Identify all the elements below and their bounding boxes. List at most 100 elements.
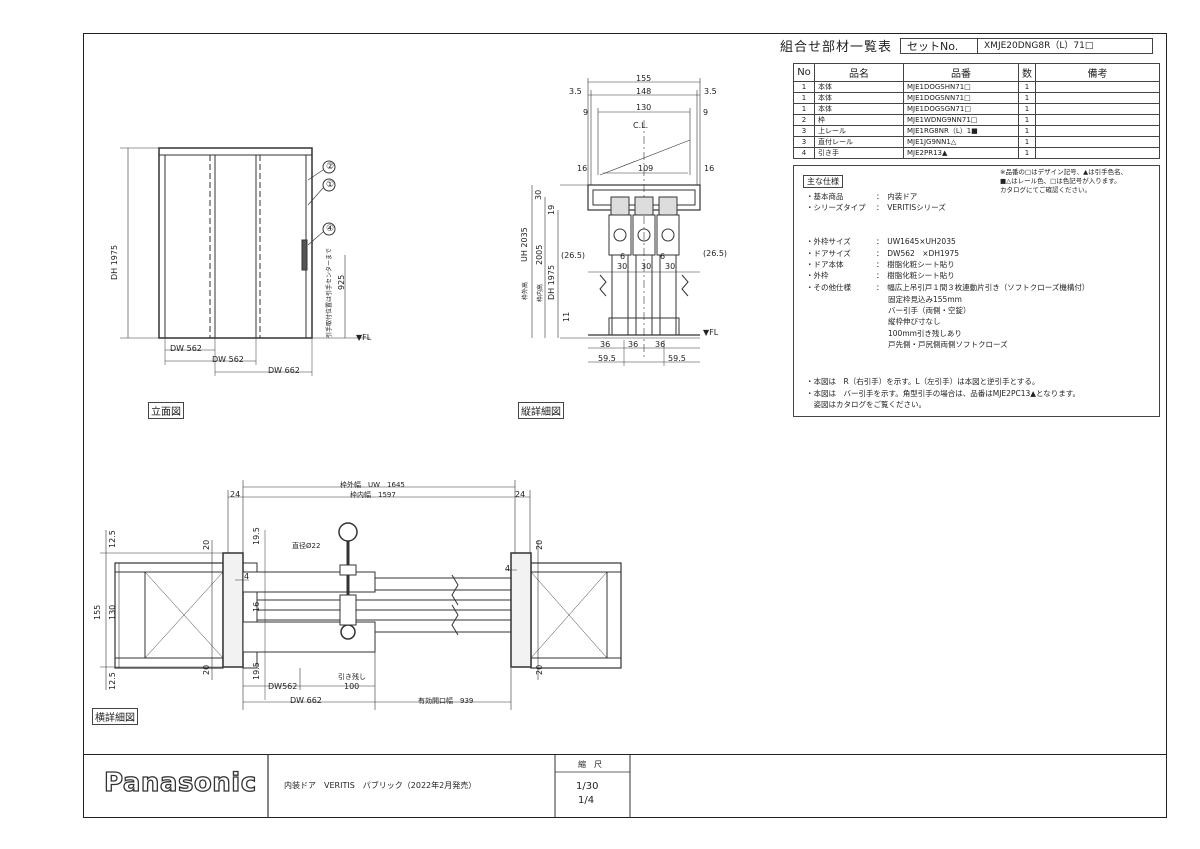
parts-footnote: ※品番の□はデザイン記号、▲は引手色名、 ■△はレール色、□は色記号が入ります。… — [1000, 168, 1127, 195]
plan-12-5-top: 12.5 — [108, 530, 117, 548]
scale-1-30: 1/30 — [576, 781, 599, 792]
elev-dw3: DW 662 — [268, 366, 300, 375]
plan-19-5-top: 19.5 — [252, 527, 261, 545]
sec-centerline: C.L. — [633, 121, 649, 130]
sec-16-right: 16 — [704, 164, 715, 173]
plan-dw562: DW562 — [268, 682, 298, 691]
plan-20-b: 20 — [202, 664, 211, 675]
plan-pipe-diameter: 直径Ø22 — [292, 542, 321, 550]
set-label: セットNo. — [900, 37, 979, 54]
sec-9-left: 9 — [583, 108, 589, 117]
elev-dw1: DW 562 — [170, 344, 202, 353]
elev-h925: 925 — [337, 274, 346, 290]
sec-19: 19 — [547, 204, 556, 215]
plan-4-right: 4 — [505, 564, 511, 573]
spec-note: 姿図はカタログをご覧ください。 — [806, 400, 926, 409]
plan-19-5-bottom: 19.5 — [252, 662, 261, 680]
elev-circle-2: ② — [326, 162, 335, 172]
spec-item: ・シリーズタイプ： VERITISシリーズ — [806, 203, 946, 212]
sec-148: 148 — [636, 87, 652, 96]
plan-opening: 有効開口幅 939 — [418, 697, 474, 705]
plan-12-5-bottom: 12.5 — [108, 672, 117, 690]
plan-20-c: 20 — [535, 539, 544, 550]
drawing-frame — [83, 33, 1167, 818]
section-caption: 縦詳細図 — [518, 402, 564, 419]
scale-1-4: 1/4 — [578, 795, 595, 806]
elev-side-note: 引手取付位置は引手センターまで — [326, 247, 333, 338]
plan-20-a: 20 — [202, 539, 211, 550]
plan-24-right: 24 — [515, 490, 526, 499]
spec-extra: 100mm引き残しあり — [888, 329, 962, 338]
sec-6-left: 6 — [620, 252, 626, 261]
sec-30-c: 30 — [665, 262, 676, 271]
sec-36-b: 36 — [628, 340, 639, 349]
sec-30-b: 30 — [641, 262, 652, 271]
sec-dh: DH 1975 — [547, 264, 556, 300]
plan-leave-value: 100 — [344, 682, 360, 691]
section-drawing — [531, 78, 701, 366]
sec-36-c: 36 — [655, 340, 666, 349]
elev-fl: ▼FL — [356, 333, 372, 342]
sec-fl: ▼FL — [703, 328, 719, 337]
spec-heading: 主な仕様 — [803, 175, 843, 188]
sec-16-left: 16 — [577, 164, 588, 173]
spec-item: ・外枠： 樹脂化粧シート貼り — [806, 271, 955, 280]
sec-6-right: 6 — [660, 252, 666, 261]
parts-cell-note — [1035, 147, 1160, 159]
elev-dw2: DW 562 — [212, 355, 244, 364]
spec-box — [793, 165, 1160, 417]
sec-label-inner: 枠内高 — [537, 283, 544, 302]
sec-label-outer: 枠外高 — [522, 281, 529, 300]
sec-109: 109 — [638, 164, 654, 173]
spec-item: ・基本商品： 内装ドア — [806, 192, 918, 201]
plan-caption: 横詳細図 — [92, 708, 138, 725]
sec-59-5-right: 59.5 — [668, 354, 686, 363]
plan-4-left: 4 — [244, 572, 250, 581]
panasonic-logo: Panasonic — [103, 767, 257, 798]
spec-extra: 戸先側・戸尻側両側ソフトクローズ — [888, 340, 1008, 349]
spec-extra: バー引手（両側・空錠） — [888, 306, 971, 315]
sec-26-5-left: (26.5) — [561, 251, 586, 260]
spec-note: ・本図は バー引手を示す。角型引手の場合は、品番はMJE2PC13▲となります。 — [806, 389, 1081, 398]
sec-130: 130 — [636, 103, 652, 112]
plan-dw662: DW 662 — [290, 696, 322, 705]
plan-155: 155 — [93, 604, 102, 620]
spec-extra: 固定枠見込み155mm — [888, 295, 962, 304]
sec-3-5-right: 3.5 — [704, 87, 717, 96]
sec-uh: UH 2035 — [520, 227, 529, 262]
footnote-line: カタログにてご確認ください。 — [1000, 186, 1091, 194]
plan-130: 130 — [108, 604, 117, 620]
set-number: XMJE20DNG8R（L）71□ — [978, 37, 1154, 54]
sec-36-a: 36 — [600, 340, 611, 349]
spec-item: ・ドアサイズ： DW562 ×DH1975 — [806, 249, 960, 258]
spec-item: ・外枠サイズ： UW1645×UH2035 — [806, 237, 956, 246]
plan-24-left: 24 — [230, 490, 241, 499]
title-row: 組合せ部材一覧表 セットNo. XMJE20DNG8R（L）71□ — [780, 37, 1154, 55]
plan-uw: 枠外幅 UW 1645 — [340, 481, 405, 489]
elev-circle-4: ④ — [326, 224, 335, 234]
product-line: 内装ドア VERITIS パブリック（2022年2月発売） — [284, 781, 477, 790]
spec-extra: 縦枠伸び寸なし — [888, 317, 941, 326]
sec-9-right: 9 — [703, 108, 709, 117]
elev-dh-label: DH 1975 — [110, 244, 119, 280]
sheet-title: 組合せ部材一覧表 — [780, 40, 893, 55]
footnote-line: ■△はレール色、□は色記号が入ります。 — [1000, 177, 1121, 185]
plan-inner: 枠内幅 1597 — [350, 491, 396, 499]
title-block — [83, 754, 1167, 819]
plan-16: 16 — [252, 601, 261, 612]
sec-2005: 2005 — [535, 244, 544, 265]
spec-item: ・その他仕様： 幅広上吊引戸１間３枚連動片引き（ソフトクローズ機構付） — [806, 283, 1090, 292]
footnote-line: ※品番の□はデザイン記号、▲は引手色名、 — [1000, 168, 1128, 176]
plan-drawing — [100, 480, 622, 710]
sec-30-a: 30 — [617, 262, 628, 271]
sec-59-5-left: 59.5 — [598, 354, 616, 363]
elevation-caption: 立面図 — [148, 402, 184, 419]
